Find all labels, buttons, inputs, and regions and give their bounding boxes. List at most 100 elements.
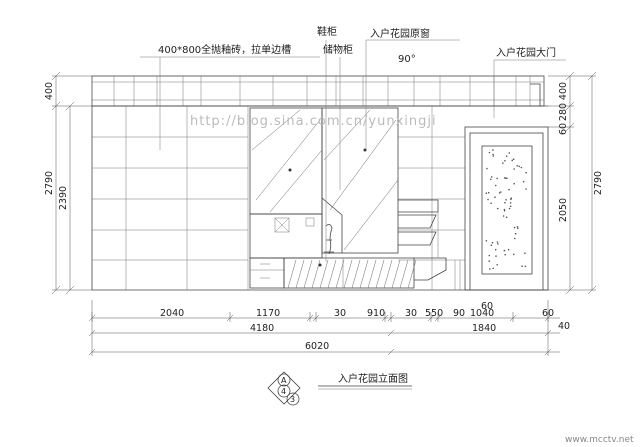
door-texture-dot [502,162,504,164]
glass-hatch-line [251,109,301,151]
annotation-labels: 400*800全抛釉砖，拉单边槽 鞋柜 储物柜 入户花园原窗 90° 入户花园大… [158,25,556,65]
door-texture-dot [503,208,506,211]
door-texture-dot [487,191,490,194]
cabinet-hatch-line [375,259,385,289]
door-texture-dot [516,165,518,167]
bottom-dim-row1-value: 30 [405,308,417,319]
door-texture-dot [492,267,495,270]
cabinet-hatch-line [407,259,417,289]
bottom-dim-row1-value: 550 [425,308,443,319]
door-texture-dot [508,152,511,154]
door-texture-dot [485,192,488,194]
door-texture-dot [510,197,513,199]
leader-lines [140,39,566,262]
door-texture-dot [498,192,501,194]
dim-tick [387,348,395,356]
title-block: A 4 3 入户花园立面图 [267,371,412,406]
wall-outline [91,105,548,291]
door-texture-dot [486,167,488,170]
glass-hatch-line [329,119,397,211]
bottom-dim-row1-value: 60 [542,308,554,319]
door-texture-dot [503,249,506,252]
door-texture-dot [505,199,507,201]
door-texture-dot [508,207,511,210]
door-texture-dot [496,207,499,210]
door-texture-dot [495,255,497,257]
door-texture-dot [525,171,527,174]
right-dim-2050: 2050 [558,198,569,222]
tile-note-label: 400*800全抛釉砖，拉单边槽 [158,43,291,56]
shoe-cabinet-label: 鞋柜 [317,25,337,38]
door-texture-dot [497,243,499,245]
glass-panels [249,107,399,254]
garden-window-label: 入户花园原窗 [370,27,430,40]
door-texture-dot [496,177,498,180]
cabinet-hatch-line [399,259,409,289]
door-texture-dot [514,232,517,235]
door-texture-dot [509,205,512,208]
door-texture-dot [509,202,512,204]
lower-cabinets [249,257,417,289]
door-texture-dot [524,252,526,254]
door-texture-dot [491,241,494,244]
bottom-dim-row1-value: 1040 [470,308,494,319]
cabinet-hatch-line [351,259,361,289]
bottom-dim-6020: 6020 [305,341,329,352]
door-texture-dot [522,180,525,183]
door-texture-dot [494,184,497,187]
door-texture-dot [487,198,489,201]
cabinet-hatch-line [367,259,377,289]
door-texture-dot [489,268,491,270]
door-texture-dot [512,158,515,160]
cabinet-hatch-line [335,259,345,289]
door-texture-dot [492,155,495,157]
glass-hatch-line [269,149,323,213]
bottom-dim-row1-value: 30 [334,308,346,319]
right-dim-280: 280 [558,103,569,121]
cabinet-hatch-line [327,259,337,289]
door-texture-dot [496,241,499,243]
garden-door [454,126,549,291]
right-dim-400: 400 [558,82,569,100]
door-texture-dot [488,260,491,262]
door-texture-dot [490,202,492,205]
door-texture-dot [494,248,497,251]
door-texture-dot [504,160,506,162]
door-texture-dot [507,248,510,251]
cabinet-hatch-line [343,259,353,289]
door-texture-dot [517,227,519,230]
decor-niche [249,213,334,259]
right-dim-2790: 2790 [593,171,604,195]
door-texture-dot [516,226,519,228]
cabinet-hatch-line [303,259,313,289]
glass-hatch-line [323,109,371,161]
door-texture-dot [492,153,494,156]
cabinet-hatch-line [383,259,393,289]
angle-label: 90° [398,54,416,65]
drawing-title: 入户花园立面图 [338,372,408,385]
door-texture-dot [496,264,499,266]
side-shelves [398,199,447,281]
door-texture-dot [513,226,516,229]
door-texture-dot [490,176,493,178]
symbol-mid: 4 [281,387,286,396]
left-dim-400: 400 [44,82,55,100]
door-texture-dot [514,237,516,240]
door-texture-dot [520,166,523,169]
cabinet-hatch-line [359,259,369,289]
storage-cabinet-label: 储物柜 [323,43,353,56]
door-texture-dot [505,155,508,157]
left-dimensions: 400 2790 2390 [44,71,92,295]
door-texture-dot [492,149,494,151]
bottom-dim-row1-value: 1170 [256,308,280,319]
door-texture-dot [505,216,508,219]
glass-hatch-line [343,179,399,251]
glass-hatch-line [255,119,321,201]
watermark-url: http://blog.sina.com.cn/yunxingji [190,114,437,129]
symbol-top: A [281,376,287,385]
door-texture-dot [512,253,515,256]
bottom-dim-row1-value: 910 [367,308,385,319]
door-texture-dot [504,201,506,204]
